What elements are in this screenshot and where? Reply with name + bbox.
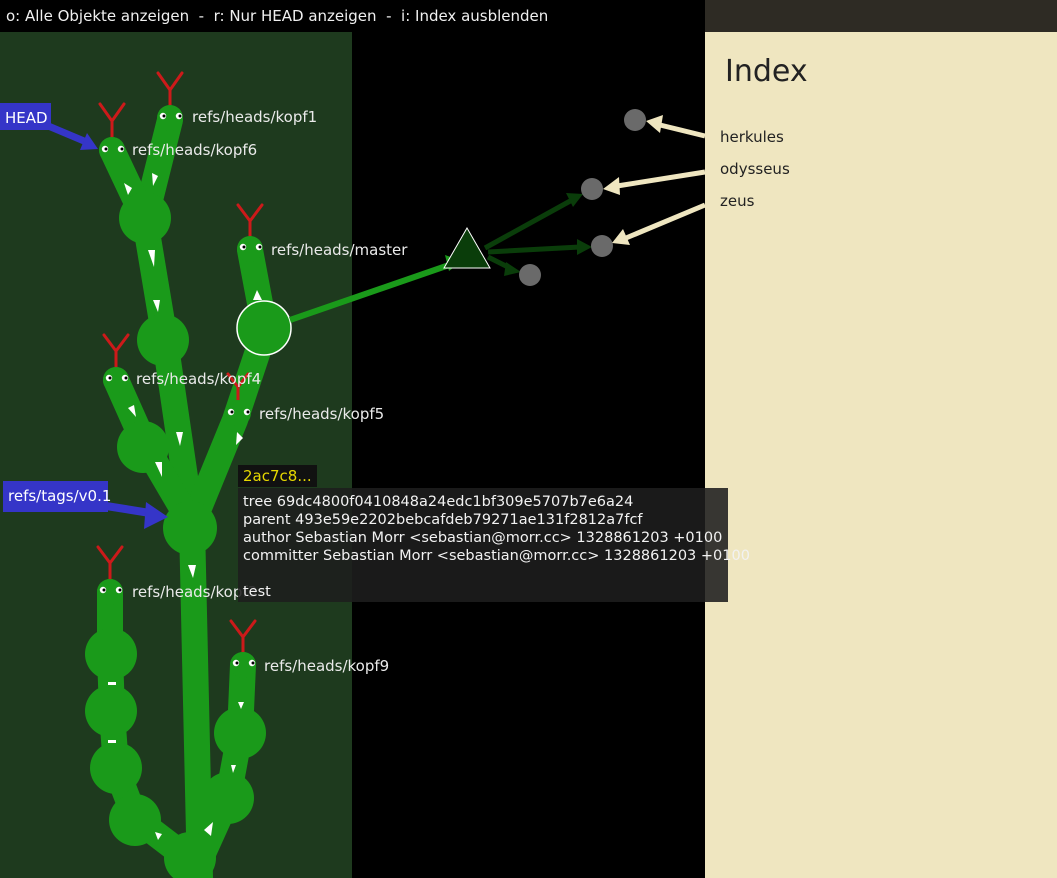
parent-arrow-marker bbox=[253, 290, 262, 300]
index-header-bar bbox=[705, 0, 1057, 32]
head-ref-arrowhead bbox=[80, 133, 98, 150]
blob-object[interactable] bbox=[581, 178, 603, 200]
parent-arrow-marker bbox=[176, 432, 183, 446]
pupil bbox=[102, 588, 106, 592]
parent-arrow-marker bbox=[108, 740, 116, 743]
parent-arrow-marker bbox=[155, 462, 162, 477]
ref-label-kopf1[interactable]: refs/heads/kopf1 bbox=[192, 108, 317, 126]
pupil bbox=[120, 147, 124, 151]
parent-arrow-marker bbox=[152, 173, 158, 186]
snake-head bbox=[237, 236, 263, 262]
index-entry-herkules[interactable]: herkules bbox=[720, 128, 784, 146]
snake-head bbox=[157, 105, 183, 131]
commit-hash-label: 2ac7c8... bbox=[238, 465, 317, 487]
pupil bbox=[124, 376, 128, 380]
snake-head bbox=[225, 400, 251, 426]
ref-label-kopf5[interactable]: refs/heads/kopf5 bbox=[259, 405, 384, 423]
ref-label-kopf9[interactable]: refs/heads/kopf9 bbox=[264, 657, 389, 675]
index-blob-arrowhead bbox=[612, 229, 630, 245]
parent-arrow-marker bbox=[188, 565, 196, 578]
tree-blob-edge bbox=[483, 197, 574, 251]
blob-object[interactable] bbox=[624, 109, 646, 131]
snake-head bbox=[99, 137, 125, 163]
pupil bbox=[242, 245, 246, 249]
snake-head bbox=[97, 579, 123, 605]
commit-node[interactable] bbox=[202, 772, 254, 824]
pupil bbox=[235, 661, 239, 665]
tongue-master bbox=[236, 203, 264, 240]
pupil bbox=[230, 410, 234, 414]
index-blob-edge bbox=[659, 122, 706, 139]
pupil bbox=[118, 588, 122, 592]
commit-node[interactable] bbox=[85, 685, 137, 737]
index-panel bbox=[705, 32, 1057, 878]
pupil bbox=[162, 114, 166, 118]
index-blob-arrowhead bbox=[646, 115, 663, 133]
blob-object[interactable] bbox=[591, 235, 613, 257]
commit-info-tooltip: tree 69dc4800f0410848a24edc1bf309e5707b7… bbox=[238, 488, 750, 602]
commit-node-master[interactable] bbox=[236, 300, 292, 356]
pupil bbox=[108, 376, 112, 380]
index-title: Index bbox=[725, 54, 808, 89]
tree-object[interactable] bbox=[443, 226, 491, 269]
commit-node[interactable] bbox=[214, 707, 266, 759]
ref-label-master[interactable]: refs/heads/master bbox=[271, 241, 408, 259]
pupil bbox=[104, 147, 108, 151]
tree-blob-arrowhead bbox=[577, 239, 592, 255]
parent-arrow-marker bbox=[128, 405, 136, 417]
parent-arrow-marker bbox=[155, 832, 162, 840]
tongue-kopf9 bbox=[229, 619, 257, 655]
shortcut-bar: o: Alle Objekte anzeigen - r: Nur HEAD a… bbox=[0, 0, 705, 32]
snake-head bbox=[230, 652, 256, 678]
head-ref-label: HEAD bbox=[5, 109, 48, 127]
pupil bbox=[251, 661, 255, 665]
tag-ref-box[interactable] bbox=[3, 481, 108, 512]
parent-arrow-marker bbox=[236, 432, 243, 445]
tree-blob-arrowhead bbox=[566, 193, 583, 207]
tag-ref-arrow bbox=[99, 501, 151, 517]
commit-node[interactable] bbox=[90, 742, 142, 794]
tongue-kopf3 bbox=[96, 545, 124, 582]
ref-label-kopf4[interactable]: refs/heads/kopf4 bbox=[136, 370, 261, 388]
commit-node[interactable] bbox=[117, 421, 169, 473]
pupil bbox=[258, 245, 262, 249]
head-ref-arrow bbox=[44, 121, 86, 145]
tongue-kopf6 bbox=[98, 102, 126, 140]
blob-object[interactable] bbox=[519, 264, 541, 286]
commit-tree-edge bbox=[289, 261, 453, 323]
snake-master bbox=[179, 237, 279, 538]
commit-node[interactable] bbox=[137, 314, 189, 366]
index-blob-edge bbox=[625, 202, 706, 241]
index-entry-odysseus[interactable]: odysseus bbox=[720, 160, 790, 178]
tree-blob-arrowhead bbox=[504, 262, 521, 276]
tongue-kopf1 bbox=[156, 71, 184, 109]
commit-node-selected[interactable] bbox=[163, 501, 217, 555]
parent-arrow-marker bbox=[124, 183, 132, 195]
parent-arrow-marker bbox=[153, 300, 160, 312]
parent-arrow-marker bbox=[231, 765, 236, 773]
ref-label-kopf6[interactable]: refs/heads/kopf6 bbox=[132, 141, 257, 159]
tongue-kopf4 bbox=[102, 333, 130, 370]
tag-ref-label: refs/tags/v0.1 bbox=[8, 487, 111, 505]
index-blob-edge bbox=[616, 169, 706, 189]
head-ref-box[interactable] bbox=[0, 103, 51, 130]
parent-arrow-marker bbox=[108, 682, 116, 685]
tree-blob-edge bbox=[487, 244, 581, 255]
commit-node[interactable] bbox=[164, 832, 216, 878]
commit-node[interactable] bbox=[119, 192, 171, 244]
pupil bbox=[178, 114, 182, 118]
parent-arrow-marker bbox=[238, 702, 244, 709]
snake-head bbox=[103, 367, 129, 393]
commit-node[interactable] bbox=[109, 794, 161, 846]
tag-ref-arrowhead bbox=[144, 502, 168, 529]
commit-node[interactable] bbox=[85, 628, 137, 680]
ref-label-kopf3[interactable]: refs/heads/kopf3 bbox=[132, 583, 257, 601]
pupil bbox=[246, 410, 250, 414]
parent-arrow-marker bbox=[148, 250, 155, 267]
index-blob-arrowhead bbox=[603, 177, 620, 195]
parent-arrow-marker bbox=[204, 822, 213, 836]
index-entry-zeus[interactable]: zeus bbox=[720, 192, 755, 210]
tongue-kopf5 bbox=[226, 372, 250, 404]
